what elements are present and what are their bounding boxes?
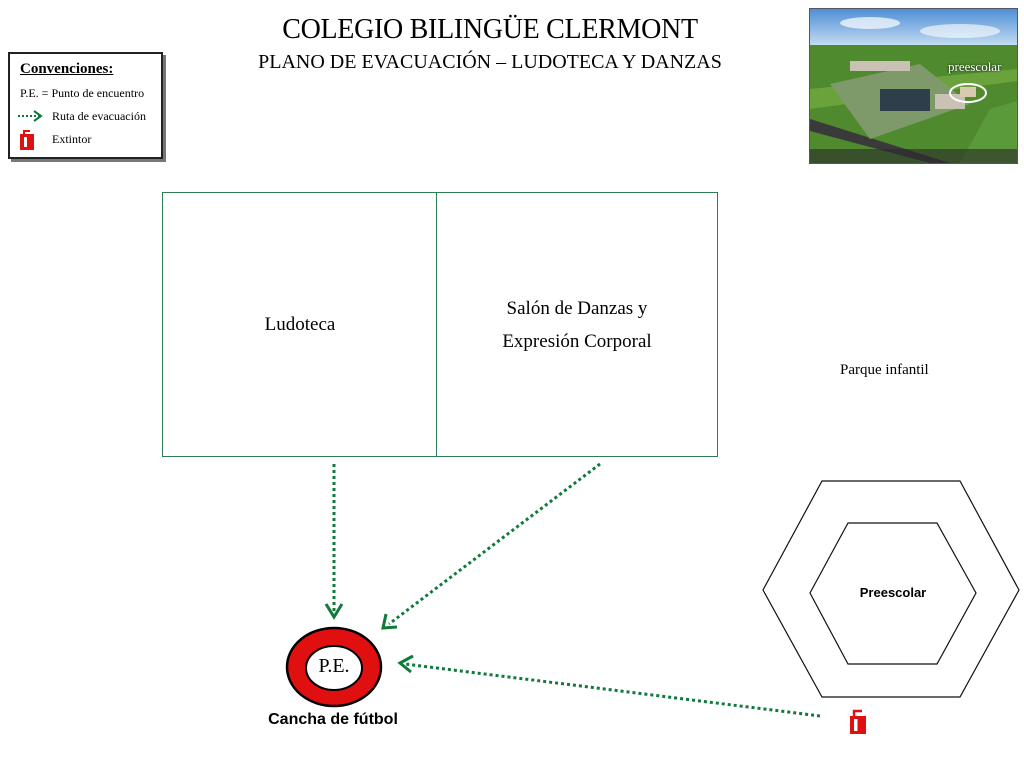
room-ludoteca-label: Ludoteca bbox=[264, 313, 336, 335]
legend-route-icon bbox=[18, 110, 43, 122]
meeting-point-label: P.E. bbox=[318, 655, 350, 677]
room-danzas-label-line2: Expresión Corporal bbox=[502, 330, 652, 352]
legend-heading: Convenciones: bbox=[20, 61, 114, 77]
legend-box: Convenciones: P.E. = Punto de encuentro … bbox=[8, 52, 163, 159]
room-ludoteca: Ludoteca bbox=[162, 192, 438, 457]
parque-infantil-label: Parque infantil bbox=[840, 362, 929, 378]
legend-meeting-point: P.E. = Punto de encuentro bbox=[20, 86, 145, 100]
campus-image-label: preescolar bbox=[948, 59, 1002, 74]
meeting-point-marker bbox=[285, 626, 383, 708]
room-salon-danzas: Salón de Danzas y Expresión Corporal bbox=[436, 192, 718, 457]
evacuation-route-preescolar bbox=[397, 654, 821, 718]
legend-extinguisher-icon bbox=[20, 130, 34, 150]
preescolar-outer-hexagon bbox=[762, 480, 1020, 698]
page-subtitle: PLANO DE EVACUACIÓN – LUDOTECA Y DANZAS bbox=[258, 51, 722, 73]
campus-aerial-image: preescolar bbox=[809, 8, 1018, 164]
legend-route-label: Ruta de evacuación bbox=[52, 109, 146, 123]
cancha-futbol-label: Cancha de fútbol bbox=[268, 711, 398, 728]
page-title: COLEGIO BILINGÜE CLERMONT bbox=[282, 14, 698, 45]
preescolar-label: Preescolar bbox=[859, 585, 927, 600]
evacuation-route-ludoteca bbox=[324, 464, 344, 620]
evacuation-route-danzas bbox=[381, 462, 601, 630]
preescolar-inner-hexagon bbox=[809, 522, 977, 665]
legend-extinguisher-label: Extintor bbox=[52, 132, 92, 146]
fire-extinguisher-icon bbox=[850, 709, 866, 734]
room-danzas-label-line1: Salón de Danzas y bbox=[506, 297, 648, 319]
